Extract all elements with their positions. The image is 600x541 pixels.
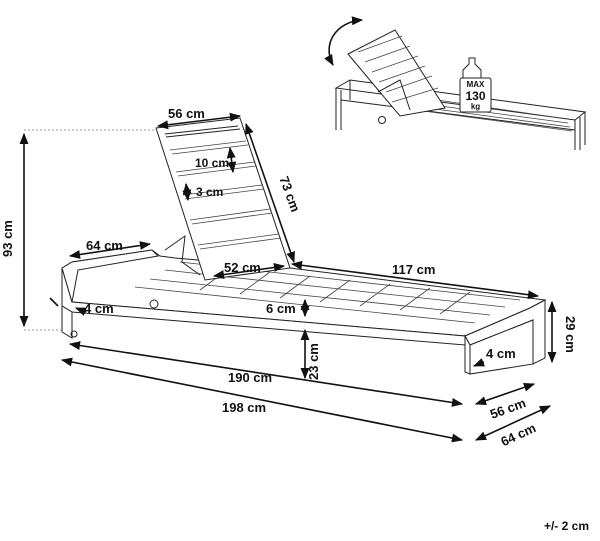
label-total-height: 93 cm <box>0 220 15 257</box>
tolerance-note: +/- 2 cm <box>544 519 589 533</box>
leg-front-left <box>61 305 73 339</box>
badge-line-3: kg <box>471 102 480 111</box>
label-leg-height: 29 cm <box>563 316 578 353</box>
dimension-labels: 56 cm 10 cm 3 cm 73 cm 93 cm 64 cm 52 cm… <box>0 106 578 449</box>
label-outer-width: 64 cm <box>498 420 538 449</box>
label-backrest-length: 73 cm <box>276 174 303 214</box>
label-side-thickness: 4 cm <box>84 301 114 316</box>
backrest <box>155 117 291 281</box>
label-slat-gap: 10 cm <box>195 156 229 170</box>
badge-line-1: MAX <box>467 80 485 89</box>
recline-arrow-icon <box>324 16 364 66</box>
label-backrest-width: 56 cm <box>168 106 205 121</box>
label-slat-width: 3 cm <box>196 185 223 199</box>
label-inner-width: 56 cm <box>488 395 528 422</box>
label-seat-height: 23 cm <box>306 343 321 380</box>
dimension-lines <box>19 112 557 443</box>
frame-head-end <box>61 249 160 303</box>
inset-illustration: MAX 130 kg <box>324 16 587 150</box>
inset-backrest <box>347 29 446 117</box>
badge-line-2: 130 <box>465 89 485 103</box>
label-seat-inner-width: 52 cm <box>224 260 261 275</box>
label-inner-length: 190 cm <box>228 370 272 385</box>
label-seat-length: 117 cm <box>392 262 435 277</box>
label-slat-thickness: 6 cm <box>266 301 296 316</box>
label-leg-thickness: 4 cm <box>486 346 516 361</box>
label-outer-length: 198 cm <box>222 400 266 415</box>
label-frame-width-top: 64 cm <box>86 238 123 253</box>
max-weight-badge: MAX 130 kg <box>459 57 492 113</box>
wheel <box>149 299 159 309</box>
leg-front-right <box>469 319 534 375</box>
